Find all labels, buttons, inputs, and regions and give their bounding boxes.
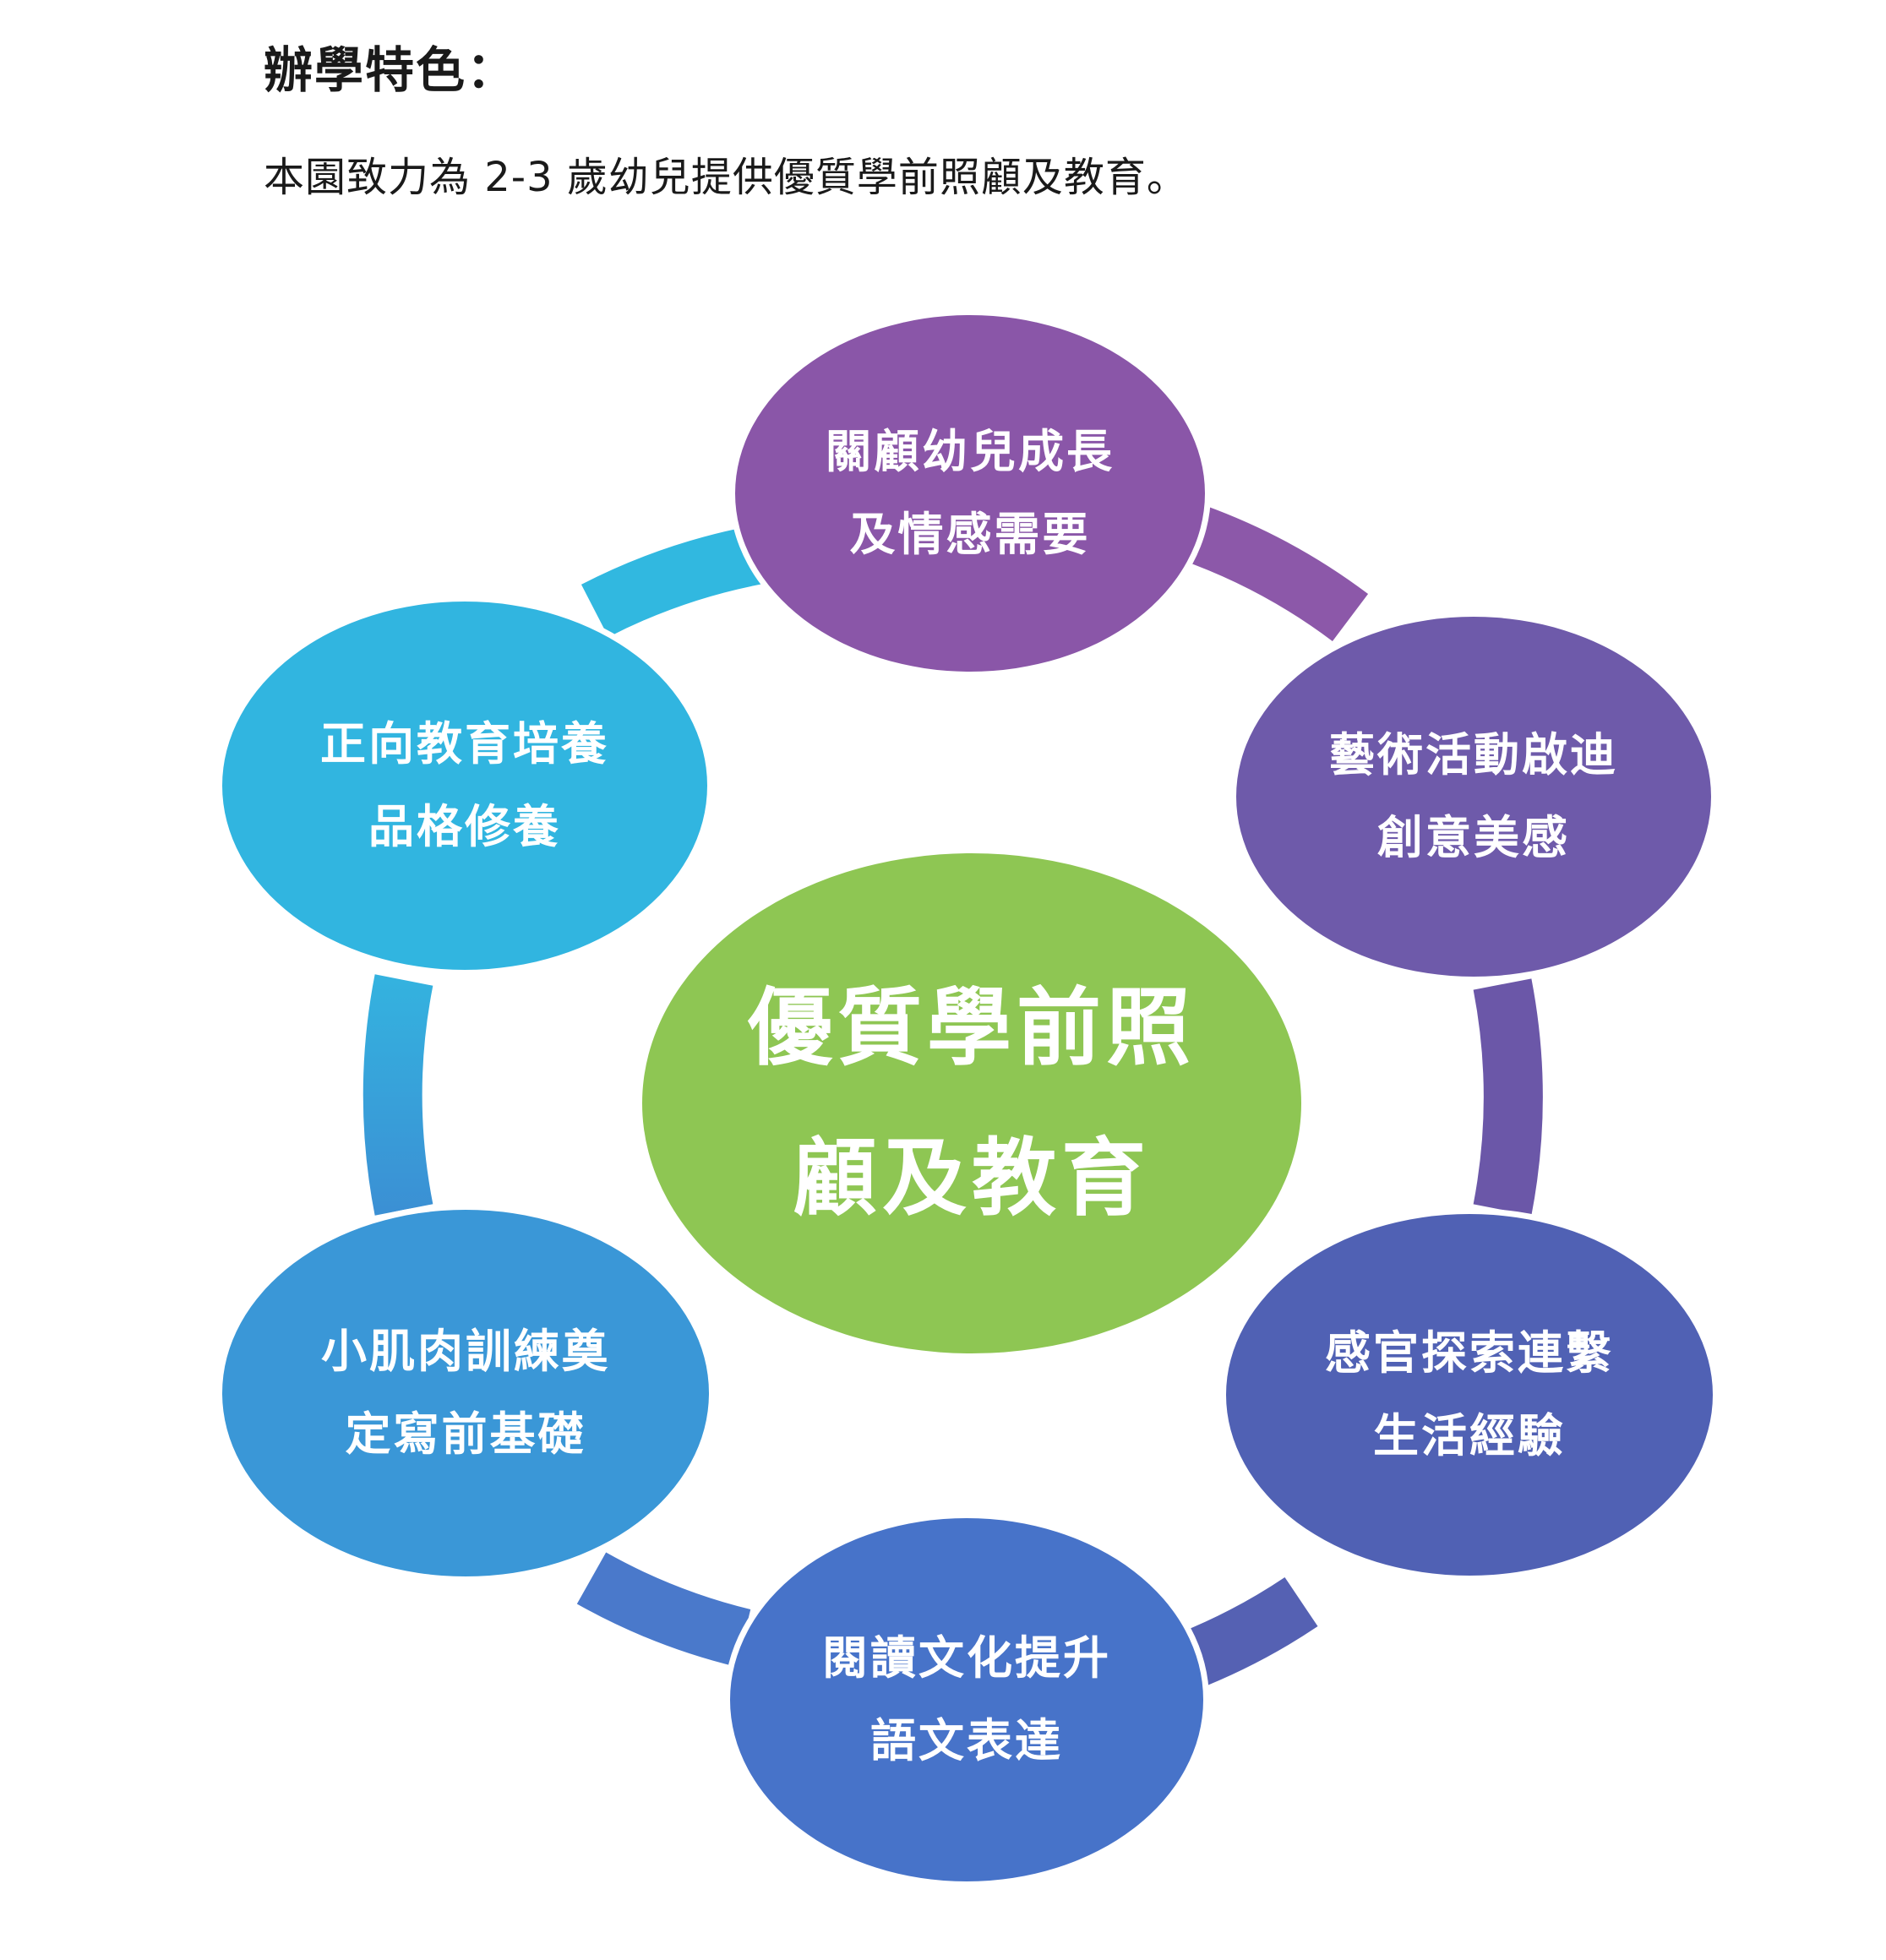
node-sensory-exploration: 感官探索連繫 生活經驗: [1220, 1208, 1719, 1582]
ring-segment-bottom-left: [576, 1552, 751, 1668]
node-fine-motor-line1: 小肌肉訓練奠: [321, 1325, 610, 1378]
center-node: 優質學前照 顧及教育: [635, 847, 1308, 1360]
center-node-line1: 優質學前照: [748, 978, 1196, 1077]
node-positive-education: 正向教育培養 品格修養: [216, 596, 713, 976]
node-arts-creativity-line1: 藝術活動啟迪: [1329, 728, 1618, 781]
ring-segment-top-right: [1175, 501, 1369, 642]
ring-segment-left: [362, 974, 433, 1216]
node-reading-language-line1: 閱讀文化提升: [822, 1631, 1111, 1685]
node-positive-education-line2: 品格修養: [368, 800, 561, 853]
intro-text: 本園致力為 2-3 歲幼兒提供優質學前照顧及教育。: [264, 154, 1188, 201]
node-fine-motor: 小肌肉訓練奠 定寫前基礎: [216, 1204, 715, 1582]
node-care-growth: 關顧幼兒成長 及情感需要: [729, 309, 1211, 678]
ring-segment-top-left: [581, 525, 762, 638]
node-fine-motor-line2: 定寫前基礎: [345, 1407, 586, 1461]
ring-segment-right: [1473, 978, 1543, 1216]
node-arts-creativity: 藝術活動啟迪 創意美感: [1230, 611, 1717, 983]
node-care-growth-line2: 及情感需要: [849, 508, 1091, 561]
node-sensory-exploration-line2: 生活經驗: [1373, 1409, 1566, 1462]
page-heading: 辦學特色：: [264, 41, 518, 99]
node-reading-language-line2: 語文表達: [870, 1714, 1063, 1767]
node-care-growth-line1: 關顧幼兒成長: [826, 425, 1115, 478]
node-reading-language: 閱讀文化提升 語文表達: [724, 1512, 1209, 1887]
ring-segment-bottom-right: [1174, 1576, 1318, 1690]
node-arts-creativity-line2: 創意美感: [1377, 811, 1570, 864]
node-positive-education-line1: 正向教育培養: [320, 717, 609, 770]
center-node-line2: 顧及教育: [793, 1129, 1151, 1228]
node-sensory-exploration-line1: 感官探索連繫: [1325, 1326, 1614, 1380]
